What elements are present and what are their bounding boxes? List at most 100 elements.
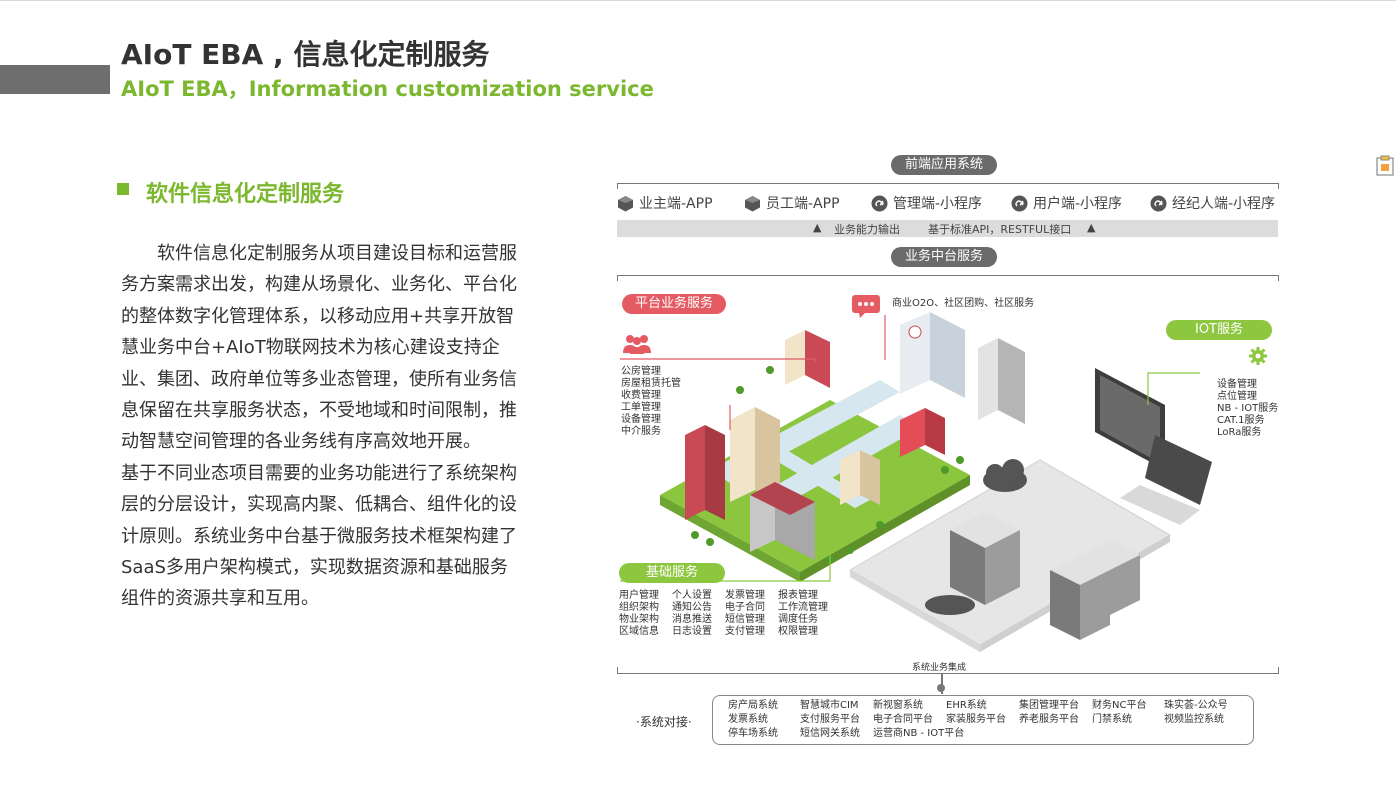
list-item: 组织架构 xyxy=(619,602,659,613)
section-title: 软件信息化定制服务 xyxy=(146,182,345,207)
systems-col-6: 财务NC平台 门禁系统 xyxy=(1092,699,1146,727)
app-admin-mini: 管理端-小程序 xyxy=(871,193,982,213)
list-item: 电子合同平台 xyxy=(873,714,933,725)
building-gray xyxy=(750,482,815,560)
building-red xyxy=(685,425,725,520)
list-item: 支付管理 xyxy=(725,626,765,637)
list-item: 权限管理 xyxy=(778,626,818,637)
capability-left: 业务能力输出 xyxy=(834,223,900,236)
capability-right: 基于标准API，RESTFUL接口 xyxy=(928,223,1072,236)
iot-service-label: IOT服务 xyxy=(1166,320,1272,340)
top-divider xyxy=(0,0,1396,1)
header-accent-bar xyxy=(0,65,110,94)
gear-icon xyxy=(1249,347,1267,365)
list-item: 报表管理 xyxy=(778,590,818,601)
basic-col-4: 报表管理 工作流管理 调度任务 权限管理 xyxy=(778,590,828,638)
mini-program-icon xyxy=(1011,195,1028,211)
iot-list: 设备管理 点位管理 NB - IOT服务 CAT.1服务 LoRa服务 xyxy=(1217,379,1278,439)
cube-icon xyxy=(618,195,633,211)
city-illustration xyxy=(620,312,1212,652)
arrow-up-icon: ▲ xyxy=(813,221,822,234)
systems-col-7: 珠实荟-公众号 视频监控系统 xyxy=(1164,699,1228,727)
list-item: LoRa服务 xyxy=(1217,427,1262,438)
laptop xyxy=(1120,435,1212,525)
basic-service-label: 基础服务 xyxy=(619,563,725,583)
list-item: 发票系统 xyxy=(728,714,768,725)
cube-icon xyxy=(745,195,760,211)
connect-label: ·系统对接· xyxy=(636,715,692,729)
list-item: 设备管理 xyxy=(621,414,661,425)
systems-col-1: 房产局系统 发票系统 停车场系统 xyxy=(728,699,778,741)
list-item: EHR系统 xyxy=(946,700,987,711)
list-item: 点位管理 xyxy=(1217,391,1257,402)
integration-label: 系统业务集成 xyxy=(912,663,967,673)
platform-service-label: 平台业务服务 xyxy=(622,294,726,314)
list-item: 中介服务 xyxy=(621,426,661,437)
basic-col-2: 个人设置 通知公告 消息推送 日志设置 xyxy=(672,590,712,638)
frontend-bracket xyxy=(617,183,1279,189)
systems-col-2: 智慧城市CIM 支付服务平台 短信网关系统 xyxy=(800,699,860,741)
list-item: 运营商NB - IOT平台 xyxy=(873,728,965,739)
systems-col-5: 集团管理平台 养老服务平台 xyxy=(1019,699,1079,727)
car xyxy=(925,595,975,615)
systems-col-3: 新视窗系统 电子合同平台 运营商NB - IOT平台 xyxy=(873,699,964,741)
list-item: 智慧城市CIM xyxy=(800,700,859,711)
list-item: 收费管理 xyxy=(621,390,661,401)
list-item: 短信网关系统 xyxy=(800,728,860,739)
capability-bar: ▲ 业务能力输出 基于标准API，RESTFUL接口 ▲ xyxy=(617,220,1278,237)
integration-bracket xyxy=(617,667,1279,674)
list-item: CAT.1服务 xyxy=(1217,415,1265,426)
list-item: 设备管理 xyxy=(1217,379,1257,390)
list-item: 工单管理 xyxy=(621,402,661,413)
mini-program-icon xyxy=(871,195,888,211)
cloud-icon xyxy=(983,459,1027,492)
body-text: 软件信息化定制服务从项目建设目标和运营服务方案需求出发，构建从场景化、业务化、平… xyxy=(121,238,523,615)
building-hospital xyxy=(900,312,965,398)
app-staff: 员工端-APP xyxy=(744,193,840,213)
connector-dot xyxy=(937,684,945,692)
list-item: 财务NC平台 xyxy=(1092,700,1147,711)
list-item: 门禁系统 xyxy=(1092,714,1132,725)
list-item: 家装服务平台 xyxy=(946,714,1006,725)
app-label: 员工端-APP xyxy=(766,196,840,212)
list-item: 集团管理平台 xyxy=(1019,700,1079,711)
app-label: 业主端-APP xyxy=(639,196,713,212)
basic-col-3: 发票管理 电子合同 短信管理 支付管理 xyxy=(725,590,765,638)
list-item: 房屋租赁托管 xyxy=(621,378,681,389)
building-beige xyxy=(730,407,780,502)
list-item: 物业架构 xyxy=(619,614,659,625)
mini-program-icon xyxy=(1150,195,1167,211)
list-item: 电子合同 xyxy=(725,602,765,613)
users-icon xyxy=(623,335,651,354)
clipboard-icon[interactable] xyxy=(1376,155,1394,176)
app-label: 管理端-小程序 xyxy=(893,196,983,212)
section-bullet xyxy=(117,183,129,195)
list-item: 消息推送 xyxy=(672,614,712,625)
list-item: NB - IOT服务 xyxy=(1217,403,1279,414)
building-small xyxy=(785,330,945,505)
list-item: 支付服务平台 xyxy=(800,714,860,725)
monitor xyxy=(1095,368,1165,470)
app-user-mini: 用户端-小程序 xyxy=(1011,193,1122,213)
page-title: AIoT EBA , 信息化定制服务 xyxy=(121,38,490,71)
paragraph-2: 基于不同业态项目需要的业务功能进行了系统架构层的分层设计，实现高内聚、低耦合、组… xyxy=(121,462,517,610)
list-item: 日志设置 xyxy=(672,626,712,637)
servers xyxy=(950,512,1140,640)
list-item: 新视窗系统 xyxy=(873,700,923,711)
list-item: 区域信息 xyxy=(619,626,659,637)
page-subtitle: AIoT EBA，Information customization servi… xyxy=(121,77,654,101)
building-tall xyxy=(978,338,1025,424)
list-item: 个人设置 xyxy=(672,590,712,601)
app-owner: 业主端-APP xyxy=(617,193,713,213)
list-item: 发票管理 xyxy=(725,590,765,601)
list-item: 公房管理 xyxy=(621,366,661,377)
list-item: 通知公告 xyxy=(672,602,712,613)
list-item: 房产局系统 xyxy=(728,700,778,711)
systems-col-4: EHR系统 家装服务平台 xyxy=(946,699,1006,727)
arrow-up-icon: ▲ xyxy=(1087,221,1096,234)
list-item: 停车场系统 xyxy=(728,728,778,739)
list-item: 调度任务 xyxy=(778,614,818,625)
list-item: 养老服务平台 xyxy=(1019,714,1079,725)
middle-platform-label: 业务中台服务 xyxy=(891,247,997,267)
basic-col-1: 用户管理 组织架构 物业架构 区域信息 xyxy=(619,590,659,638)
